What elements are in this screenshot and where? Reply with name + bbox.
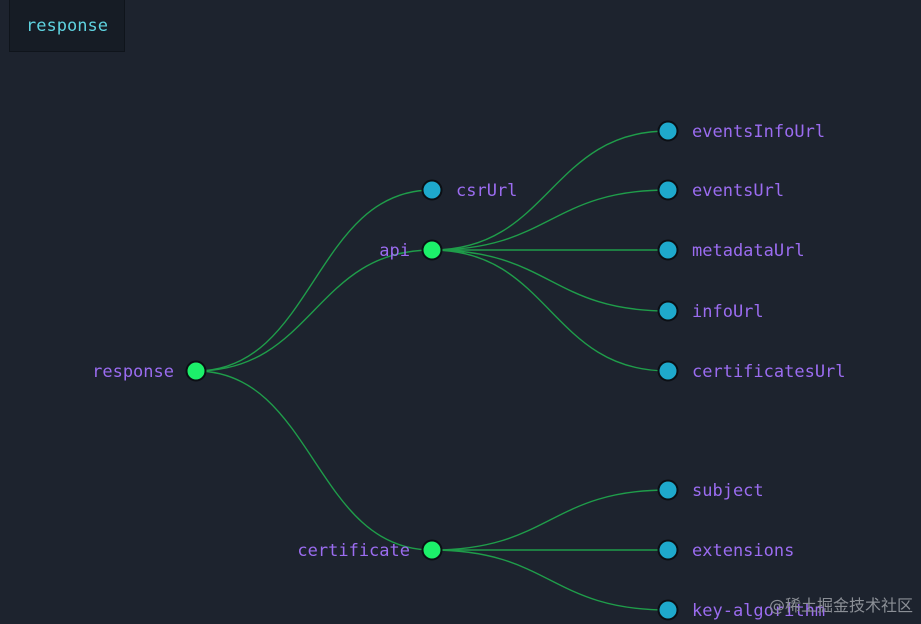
label-certificatesurl: certificatesUrl <box>692 362 846 382</box>
edge-api-infourl <box>431 249 669 312</box>
root-tab[interactable]: response <box>9 0 125 52</box>
node-csrurl[interactable] <box>421 179 443 201</box>
edge-api-eventsurl <box>431 189 669 251</box>
label-api: api <box>379 241 410 261</box>
edge-response-certificate <box>195 370 433 551</box>
node-certificate[interactable] <box>421 539 443 561</box>
node-subject[interactable] <box>657 479 679 501</box>
node-certificatesurl[interactable] <box>657 360 679 382</box>
label-infourl: infoUrl <box>692 302 764 322</box>
watermark: @稀土掘金技术社区 <box>769 596 913 615</box>
label-eventsinfourl: eventsInfoUrl <box>692 122 825 142</box>
node-metadataurl[interactable] <box>657 239 679 261</box>
label-eventsurl: eventsUrl <box>692 181 784 201</box>
edge-certificate-keyalgorithm <box>431 549 669 611</box>
label-certificate: certificate <box>297 541 410 561</box>
label-metadataurl: metadataUrl <box>692 241 805 261</box>
node-keyalgorithm[interactable] <box>657 599 679 621</box>
edge-certificate-subject <box>431 489 669 551</box>
node-extensions[interactable] <box>657 539 679 561</box>
root-tab-label: response <box>26 15 108 36</box>
label-response: response <box>92 362 174 382</box>
label-csrurl: csrUrl <box>456 181 517 201</box>
label-extensions: extensions <box>692 541 794 561</box>
node-eventsinfourl[interactable] <box>657 120 679 142</box>
node-api[interactable] <box>421 239 443 261</box>
edge-response-api <box>195 249 433 372</box>
edge-response-csrurl <box>195 189 433 372</box>
edge-api-eventsinfourl <box>431 130 669 251</box>
node-response[interactable] <box>185 360 207 382</box>
node-eventsurl[interactable] <box>657 179 679 201</box>
label-subject: subject <box>692 481 764 501</box>
label-keyalgorithm: key-algorithm <box>692 601 825 621</box>
node-infourl[interactable] <box>657 300 679 322</box>
edge-api-certificatesurl <box>431 249 669 372</box>
